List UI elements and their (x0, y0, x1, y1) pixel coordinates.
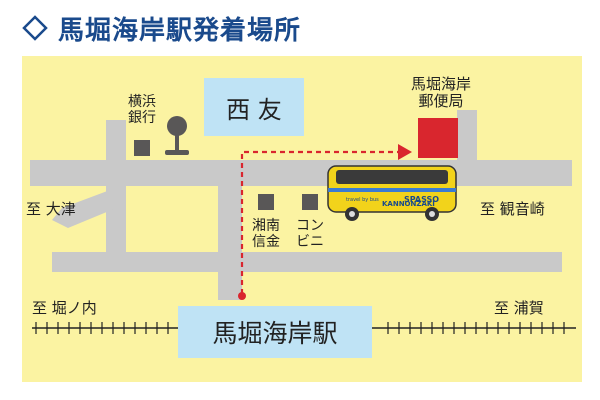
mabori-kaigan-station: 馬堀海岸駅 (178, 306, 372, 358)
direction-rail-east: 至 浦賀 (494, 299, 544, 317)
post-office-building (418, 118, 458, 158)
railway-ties (35, 322, 565, 334)
shonan-shinkin-building (258, 194, 274, 210)
bus-tagline: travel by bus (346, 197, 379, 203)
access-map: KANNONZAKI travel by bus SPASSO 西 友 馬堀海岸… (22, 56, 582, 382)
convenience-store-label: コン ビニ (292, 218, 328, 250)
diamond-outline-icon (22, 15, 48, 41)
route-start-dot (238, 292, 246, 300)
walking-route (240, 150, 398, 294)
yokohama-bank-line2: 銀行 (128, 110, 156, 127)
post-office-label: 馬堀海岸 郵便局 (386, 75, 496, 111)
route-arrow (398, 144, 412, 160)
direction-east: 至 観音崎 (480, 200, 545, 218)
yokohama-bank-line1: 横浜 (128, 94, 156, 110)
map-title: 馬堀海岸駅発着場所 (22, 10, 301, 46)
bus-illustration: KANNONZAKI travel by bus SPASSO (327, 165, 457, 221)
bus-brand: KANNONZAKI (382, 200, 435, 208)
yokohama-bank-building (134, 140, 150, 156)
lower-road (52, 252, 562, 272)
convenience-store-building (302, 194, 318, 210)
cross-road-right (457, 110, 477, 186)
post-office-line2: 郵便局 (418, 92, 464, 111)
bank-signpost (165, 116, 189, 155)
convenience-line2: ビニ (296, 234, 324, 251)
station-label: 馬堀海岸駅 (212, 319, 338, 348)
nishitomo-store: 西 友 (204, 78, 304, 136)
convenience-line1: コン (296, 218, 324, 234)
shonan-shinkin-label: 湘南 信金 (248, 218, 284, 250)
post-office-line1: 馬堀海岸 (410, 75, 471, 93)
shonan-shinkin-line1: 湘南 (252, 218, 280, 234)
title-text: 馬堀海岸駅発着場所 (58, 15, 302, 46)
cross-road-center (218, 160, 242, 300)
diagonal-road (52, 184, 126, 228)
bus-name: SPASSO (404, 195, 439, 204)
yokohama-bank-label: 横浜 銀行 (122, 94, 162, 126)
shonan-shinkin-line2: 信金 (252, 234, 280, 251)
direction-west: 至 大津 (26, 200, 76, 218)
direction-rail-west: 至 堀ノ内 (32, 299, 97, 317)
map-graphics: KANNONZAKI travel by bus SPASSO (30, 110, 576, 334)
nishitomo-label: 西 友 (226, 95, 282, 124)
